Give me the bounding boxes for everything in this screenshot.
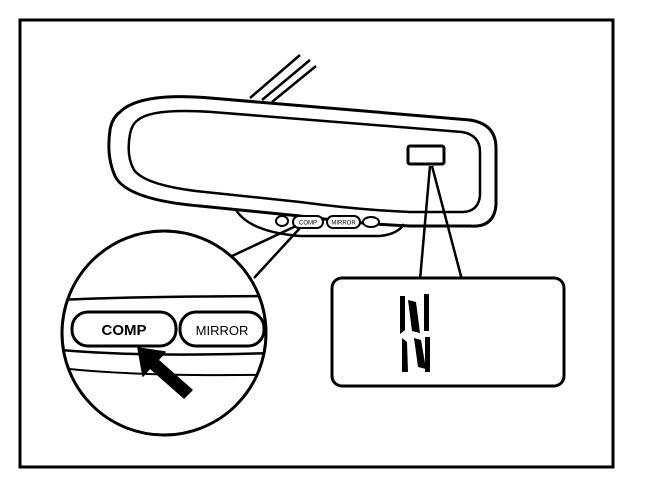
comp-button-small-label: COMP bbox=[299, 221, 317, 227]
mirror-button-small[interactable] bbox=[326, 215, 361, 229]
mirror-glass bbox=[127, 109, 482, 214]
mirror-button-pod bbox=[234, 209, 406, 238]
press-arrow bbox=[137, 347, 193, 399]
button-callout-leaders bbox=[231, 224, 301, 279]
comp-button-label: COMP bbox=[102, 322, 147, 339]
mirror-button-label: MIRROR bbox=[196, 323, 249, 338]
mirror-button-small-label: MIRROR bbox=[331, 221, 356, 227]
display-callout-leaders bbox=[418, 165, 464, 281]
display-magnifier-callout bbox=[330, 276, 566, 388]
mirror-mount-arm bbox=[249, 54, 317, 103]
button-magnifier-callout: COMP MIRROR bbox=[60, 229, 268, 437]
compass-display-reading bbox=[400, 294, 430, 372]
mirror-button[interactable] bbox=[178, 310, 266, 348]
mirror-compass-display bbox=[406, 144, 446, 166]
mirror-buttons: COMP MIRROR bbox=[275, 215, 380, 229]
comp-button-small[interactable] bbox=[292, 215, 324, 229]
extra-button-small[interactable] bbox=[362, 216, 380, 228]
power-button-small[interactable] bbox=[275, 215, 289, 227]
comp-button[interactable] bbox=[70, 310, 178, 348]
